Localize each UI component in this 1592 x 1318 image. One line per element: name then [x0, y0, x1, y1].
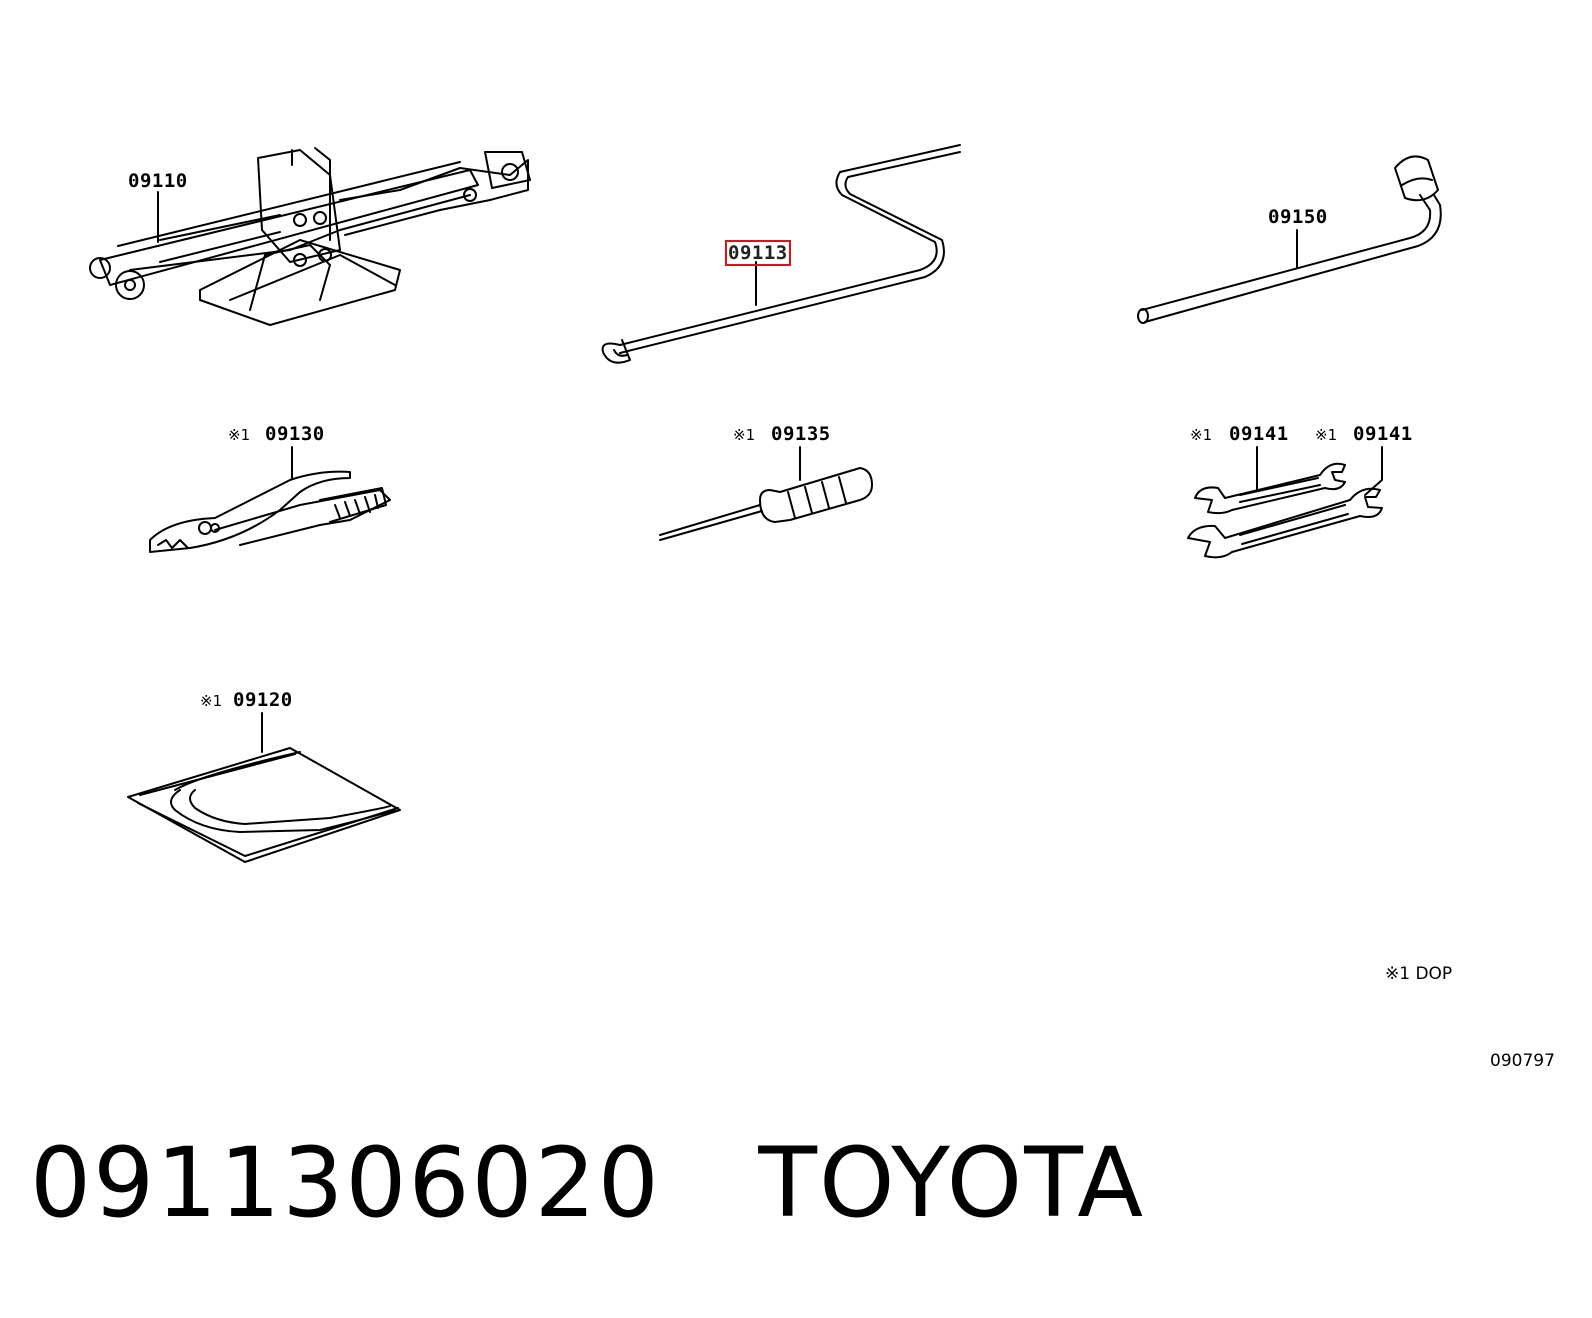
- part-label-jack-handle[interactable]: 09113: [725, 240, 791, 266]
- jack-handle-illustration: [601, 144, 961, 364]
- part-label-pliers[interactable]: 09130: [265, 423, 325, 445]
- figure-number: 090797: [1490, 1051, 1555, 1071]
- part-label-spanner-a[interactable]: 09141: [1229, 423, 1289, 445]
- part-label-screwdriver[interactable]: 09135: [771, 423, 831, 445]
- tool-bag-illustration: [127, 712, 401, 863]
- dop-ref-mark: ※1: [733, 426, 756, 444]
- spanners-illustration: [1187, 446, 1383, 559]
- highlighted-part-label: 09113: [725, 240, 791, 266]
- scissor-jack-illustration: [89, 147, 531, 326]
- dop-legend-note: ※1 DOP: [1385, 964, 1453, 984]
- part-label-lug-wrench[interactable]: 09150: [1268, 206, 1328, 228]
- part-label-tool-bag[interactable]: 09120: [233, 689, 293, 711]
- dop-ref-mark: ※1: [1315, 426, 1338, 444]
- lug-wrench-illustration: [1137, 155, 1442, 324]
- screwdriver-illustration: [659, 446, 873, 541]
- dop-ref-mark: ※1: [228, 426, 251, 444]
- part-number-caption: 0911306020 TOYOTA: [30, 1127, 1146, 1239]
- pliers-illustration: [149, 446, 391, 553]
- part-label-spanner-b[interactable]: 09141: [1353, 423, 1413, 445]
- dop-ref-mark: ※1: [200, 692, 223, 710]
- part-label-jack[interactable]: 09110: [128, 170, 188, 192]
- dop-ref-mark: ※1: [1190, 426, 1213, 444]
